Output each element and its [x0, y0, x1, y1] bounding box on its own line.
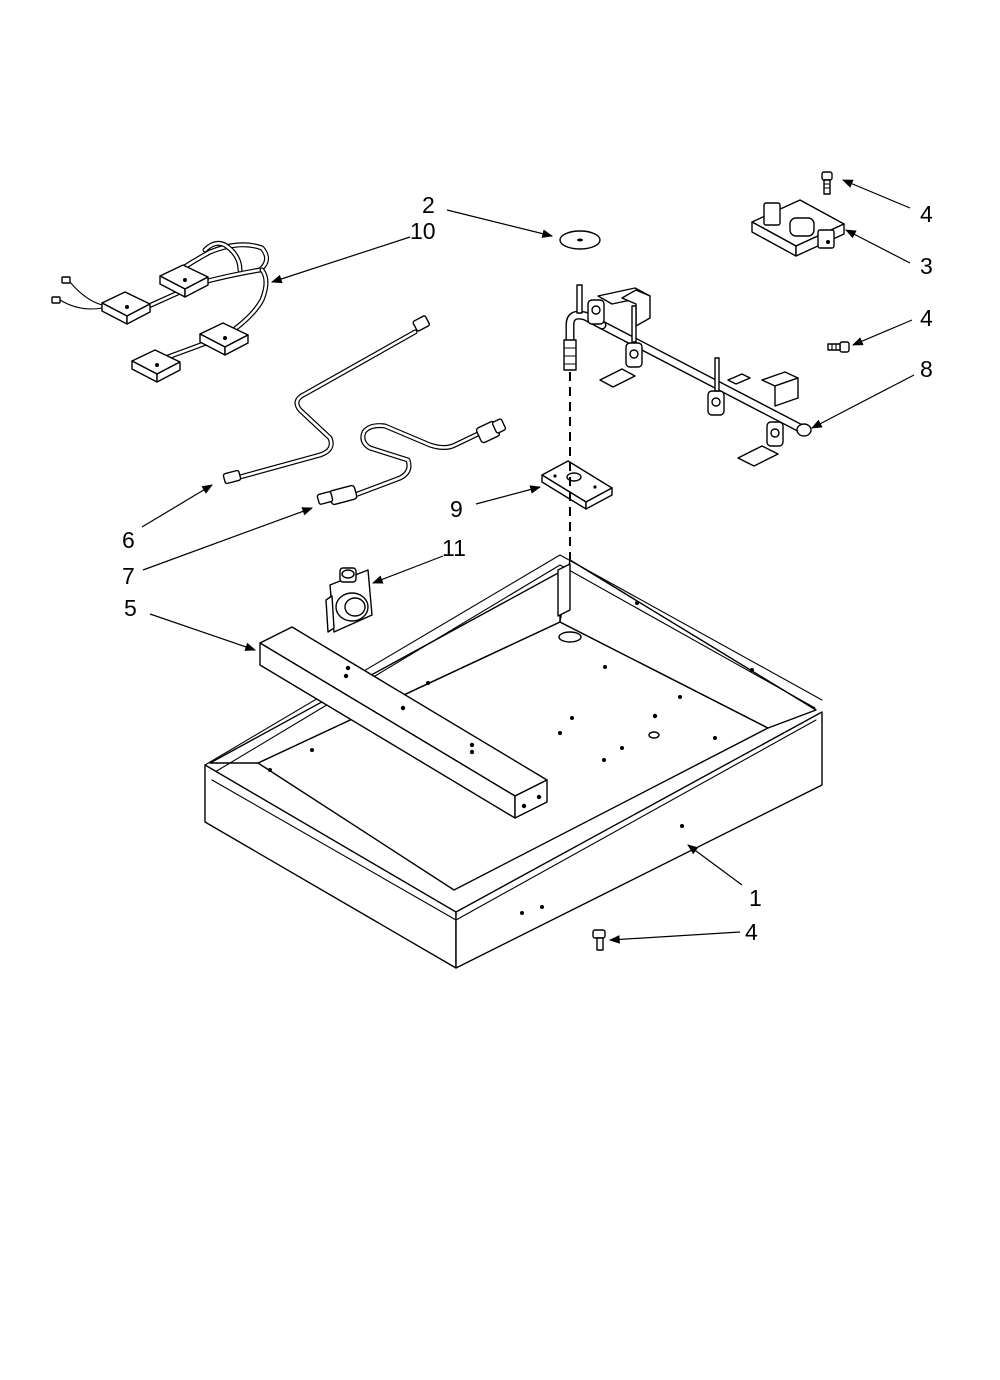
manifold-tube-part [316, 418, 507, 506]
leader-lines [141, 179, 915, 944]
screw-bottom [592, 929, 606, 951]
callout-4-mid: 4 [920, 305, 933, 331]
spark-module-part [751, 199, 845, 257]
callout-6: 6 [122, 527, 135, 553]
callout-11: 11 [442, 535, 466, 561]
callout-4-top: 4 [920, 201, 933, 227]
callout-7: 7 [122, 563, 135, 589]
callout-3: 3 [920, 253, 933, 279]
manifold-part [563, 284, 812, 467]
callout-4-bottom: 4 [745, 919, 758, 945]
washer-part [559, 230, 601, 250]
callout-9: 9 [450, 496, 463, 522]
callout-2: 2 [422, 192, 435, 218]
wire-harness-part [51, 240, 269, 383]
callout-8: 8 [920, 356, 933, 382]
callout-10: 10 [410, 218, 436, 244]
screw-middle [827, 341, 850, 353]
callout-1: 1 [749, 885, 762, 911]
supply-tube-part [222, 315, 430, 485]
screw-top [821, 171, 833, 195]
callout-labels: 2 10 4 3 4 8 9 11 6 7 5 1 4 [122, 192, 933, 945]
mounting-plate-part [541, 460, 613, 510]
callout-5: 5 [124, 595, 137, 621]
regulator-part [325, 567, 373, 633]
cross-brace-part [259, 626, 548, 819]
base-pan-part [204, 554, 823, 969]
